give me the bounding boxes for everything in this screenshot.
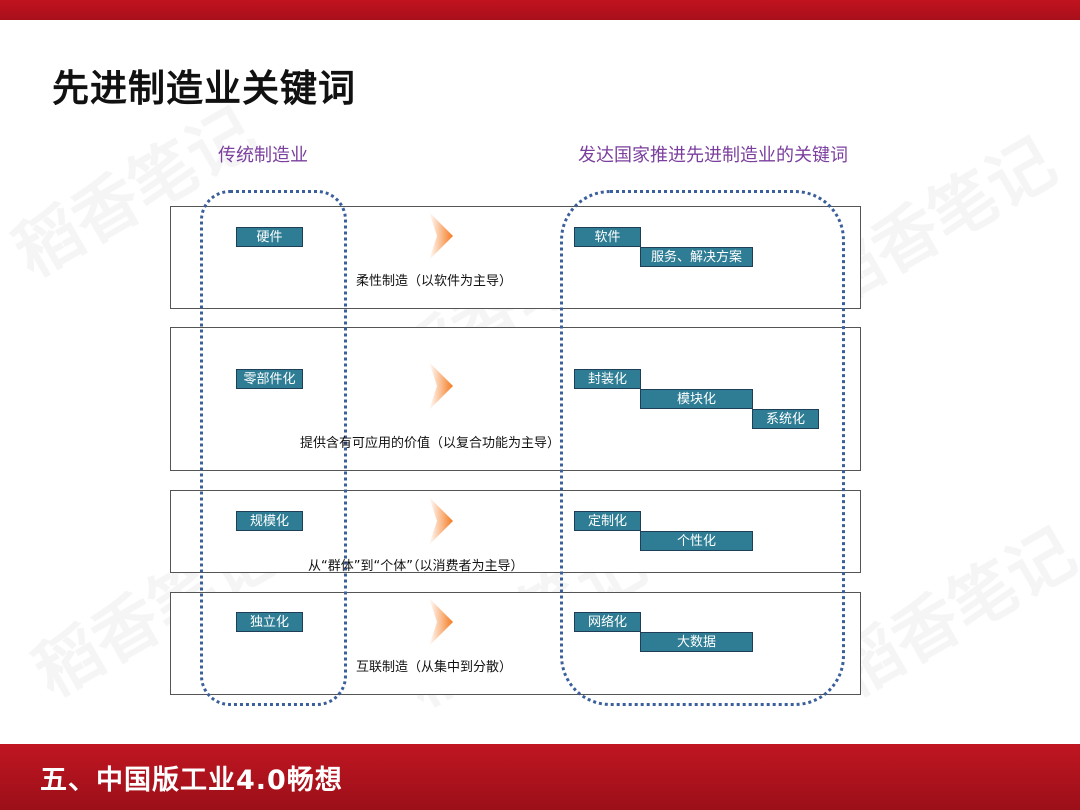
advanced-tag: 系统化 bbox=[752, 409, 819, 429]
row-caption: 从“群体”到“个体”（以消费者为主导） bbox=[308, 559, 524, 574]
row-caption: 提供含有可应用的价值（以复合功能为主导） bbox=[300, 436, 561, 451]
advanced-tag: 大数据 bbox=[640, 632, 753, 652]
row-caption: 互联制造（从集中到分散） bbox=[356, 660, 513, 675]
advanced-tag: 个性化 bbox=[640, 531, 753, 551]
left-column-header: 传统制造业 bbox=[218, 145, 308, 166]
advanced-tag: 封装化 bbox=[574, 369, 641, 389]
advanced-tag: 服务、解决方案 bbox=[640, 247, 753, 267]
arrow-icon bbox=[429, 362, 453, 410]
advanced-tag: 网络化 bbox=[574, 612, 641, 632]
top-brand-bar bbox=[0, 0, 1080, 20]
right-column-header: 发达国家推进先进制造业的关键词 bbox=[578, 145, 848, 166]
traditional-tag: 硬件 bbox=[236, 227, 303, 247]
advanced-group-outline bbox=[560, 190, 845, 706]
traditional-tag: 零部件化 bbox=[236, 369, 303, 389]
row-caption: 柔性制造（以软件为主导） bbox=[356, 274, 513, 289]
arrow-icon bbox=[429, 212, 453, 260]
advanced-tag: 软件 bbox=[574, 227, 641, 247]
arrow-icon bbox=[429, 598, 453, 646]
footer-bar: 五、中国版工业4.0畅想 bbox=[0, 744, 1080, 810]
page-title: 先进制造业关键词 bbox=[52, 67, 356, 110]
arrow-icon bbox=[429, 497, 453, 545]
traditional-tag: 规模化 bbox=[236, 511, 303, 531]
advanced-tag: 定制化 bbox=[574, 511, 641, 531]
section-title: 五、中国版工业4.0畅想 bbox=[40, 765, 343, 796]
advanced-tag: 模块化 bbox=[640, 389, 753, 409]
traditional-tag: 独立化 bbox=[236, 612, 303, 632]
traditional-group-outline bbox=[200, 190, 347, 706]
